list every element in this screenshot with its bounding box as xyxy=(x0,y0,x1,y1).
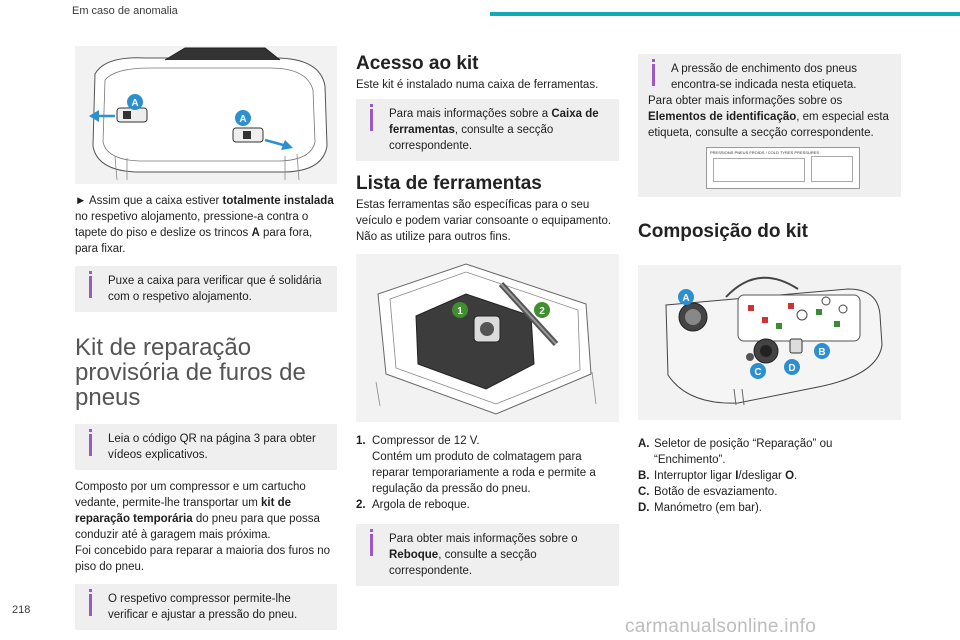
info-note-3: O respetivo compressor permite-lhe verif… xyxy=(75,584,337,630)
info-icon xyxy=(89,271,92,298)
info-icon xyxy=(89,429,92,456)
info-icon xyxy=(89,589,92,616)
header-accent-bar xyxy=(490,12,960,16)
callout-a-left xyxy=(127,94,143,110)
figure-tool-list: 1 2 xyxy=(356,254,619,422)
step-instruction: ► Assim que a caixa estiver totalmente i… xyxy=(75,195,334,255)
info-note-2: Leia o código QR na página 3 para obter … xyxy=(75,424,337,470)
figure-toolbox-latches: A A xyxy=(75,46,337,184)
callout-a-left-label: A xyxy=(131,98,138,109)
kit-title: Kit de reparação provisória de furos de … xyxy=(75,334,306,411)
tool-list: 1. Compressor de 12 V.Contém um produto … xyxy=(356,433,619,586)
tyre-pressure-label-image: PRESSIONS PNEUS FROIDS / COLD TYRES PRES… xyxy=(706,147,860,189)
label-header-text: PRESSIONS PNEUS FROIDS / COLD TYRES PRES… xyxy=(710,150,820,155)
list-item: B. Interruptor ligar I/desligar O. xyxy=(638,470,798,482)
list-item: 1. Compressor de 12 V.Contém um produto … xyxy=(356,435,596,495)
acesso-title: Acesso ao kit xyxy=(356,53,479,74)
toolbox-illustration: A A xyxy=(89,47,328,181)
composicao-title: Composição do kit xyxy=(638,221,808,242)
info-icon xyxy=(652,59,655,86)
callout-b xyxy=(814,343,830,359)
figure-kit-composition: A B C D xyxy=(638,265,901,420)
callout-c-label: C xyxy=(754,367,761,378)
callout-2 xyxy=(534,302,550,318)
callout-c xyxy=(750,363,766,379)
callout-a-right-label: A xyxy=(239,114,246,125)
kit-description: Composto por um compressor e um cartucho… xyxy=(75,481,320,541)
info-icon xyxy=(370,529,373,556)
list-item: C. Botão de esvaziamento. xyxy=(638,486,778,498)
callout-1 xyxy=(452,302,468,318)
kit-description-2: Foi concebido para reparar a maioria dos… xyxy=(75,545,331,573)
page-number: 218 xyxy=(12,604,31,616)
list-item: A. Seletor de posição “Reparação” ou “En… xyxy=(638,438,833,466)
column-1: ► Assim que a caixa estiver totalmente i… xyxy=(75,193,337,630)
callout-a xyxy=(678,289,694,305)
column-3: A pressão de enchimento dos pneus encont… xyxy=(638,54,901,242)
info-note-towing: Para obter mais informações sobre o Rebo… xyxy=(356,524,619,586)
compressor-illustration: A B C D xyxy=(665,276,883,406)
running-header: Em caso de anomalia xyxy=(72,5,178,17)
callout-d-label: D xyxy=(788,363,795,374)
lista-title: Lista de ferramentas xyxy=(356,173,542,194)
toolbox-tools-illustration: 1 2 xyxy=(375,263,597,415)
list-item: 2. Argola de reboque. xyxy=(356,499,470,511)
callout-1-label: 1 xyxy=(457,306,463,317)
acesso-text: Este kit é instalado numa caixa de ferra… xyxy=(356,79,599,91)
callout-a-right xyxy=(235,110,251,126)
info-note-1: Puxe a caixa para verificar que é solidá… xyxy=(75,266,337,312)
kit-components-list: A. Seletor de posição “Reparação” ou “En… xyxy=(638,436,901,516)
info-icon xyxy=(370,104,373,131)
callout-d xyxy=(784,359,800,375)
info-note-pressure-label: A pressão de enchimento dos pneus encont… xyxy=(638,54,901,197)
list-item: D. Manómetro (em bar). xyxy=(638,502,763,514)
info-note-toolbox: Para mais informações sobre a Caixa de f… xyxy=(356,99,619,161)
callout-a-label: A xyxy=(682,293,689,304)
callout-2-label: 2 xyxy=(539,306,545,317)
column-2: Acesso ao kit Este kit é instalado numa … xyxy=(356,53,619,245)
watermark: carmanualsonline.info xyxy=(625,616,817,637)
callout-b-label: B xyxy=(818,347,825,358)
lista-text: Estas ferramentas são específicas para o… xyxy=(356,199,612,243)
